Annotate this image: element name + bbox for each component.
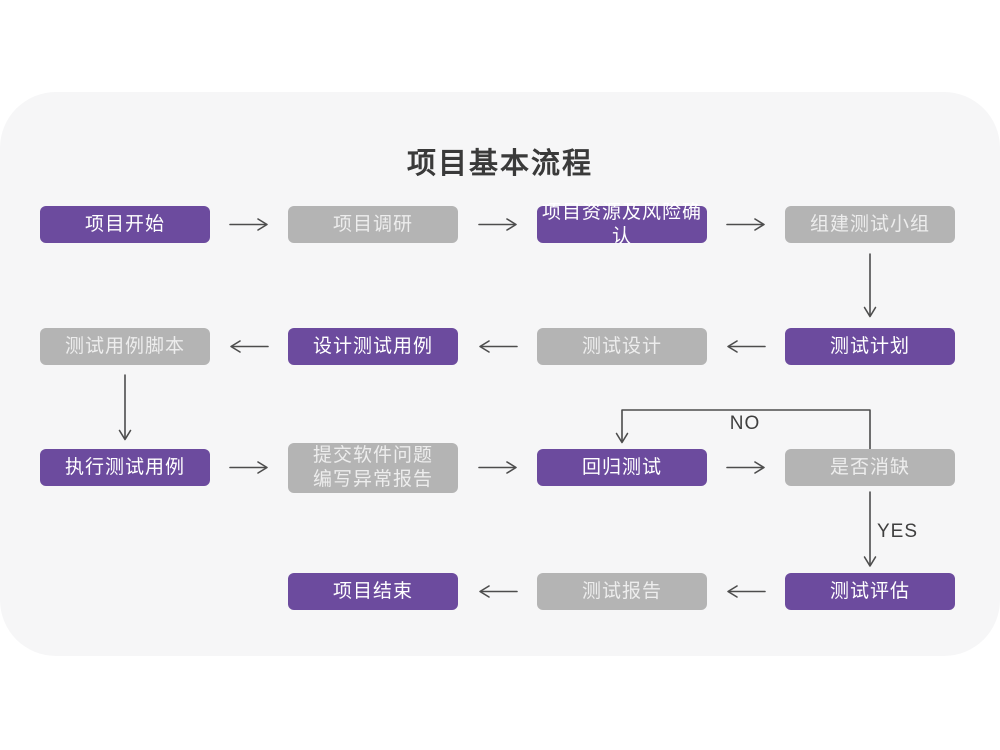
flow-node-design-test-cases: 设计测试用例: [288, 328, 458, 365]
flow-node-execute-test-cases: 执行测试用例: [40, 449, 210, 486]
diagram-title: 项目基本流程: [406, 148, 593, 180]
branch-label-yes: YES: [877, 521, 919, 542]
flow-node-test-plan: 测试计划: [785, 328, 955, 365]
flow-node-submit-issue-report: 提交软件问题 编写异常报告: [288, 443, 458, 493]
flowchart-card-background: [0, 92, 1000, 656]
flow-node-defect-cleared-decision: 是否消缺: [785, 449, 955, 486]
flow-node-project-start: 项目开始: [40, 206, 210, 243]
flow-node-project-research: 项目调研: [288, 206, 458, 243]
branch-label-no: NO: [729, 413, 761, 434]
flow-node-test-evaluation: 测试评估: [785, 573, 955, 610]
flow-node-project-end: 项目结束: [288, 573, 458, 610]
flow-node-test-case-script: 测试用例脚本: [40, 328, 210, 365]
flow-node-build-test-team: 组建测试小组: [785, 206, 955, 243]
flow-node-regression-test: 回归测试: [537, 449, 707, 486]
flow-node-resource-risk-confirm: 项目资源及风险确认: [537, 202, 707, 247]
flow-node-test-report: 测试报告: [537, 573, 707, 610]
flow-node-test-design: 测试设计: [537, 328, 707, 365]
